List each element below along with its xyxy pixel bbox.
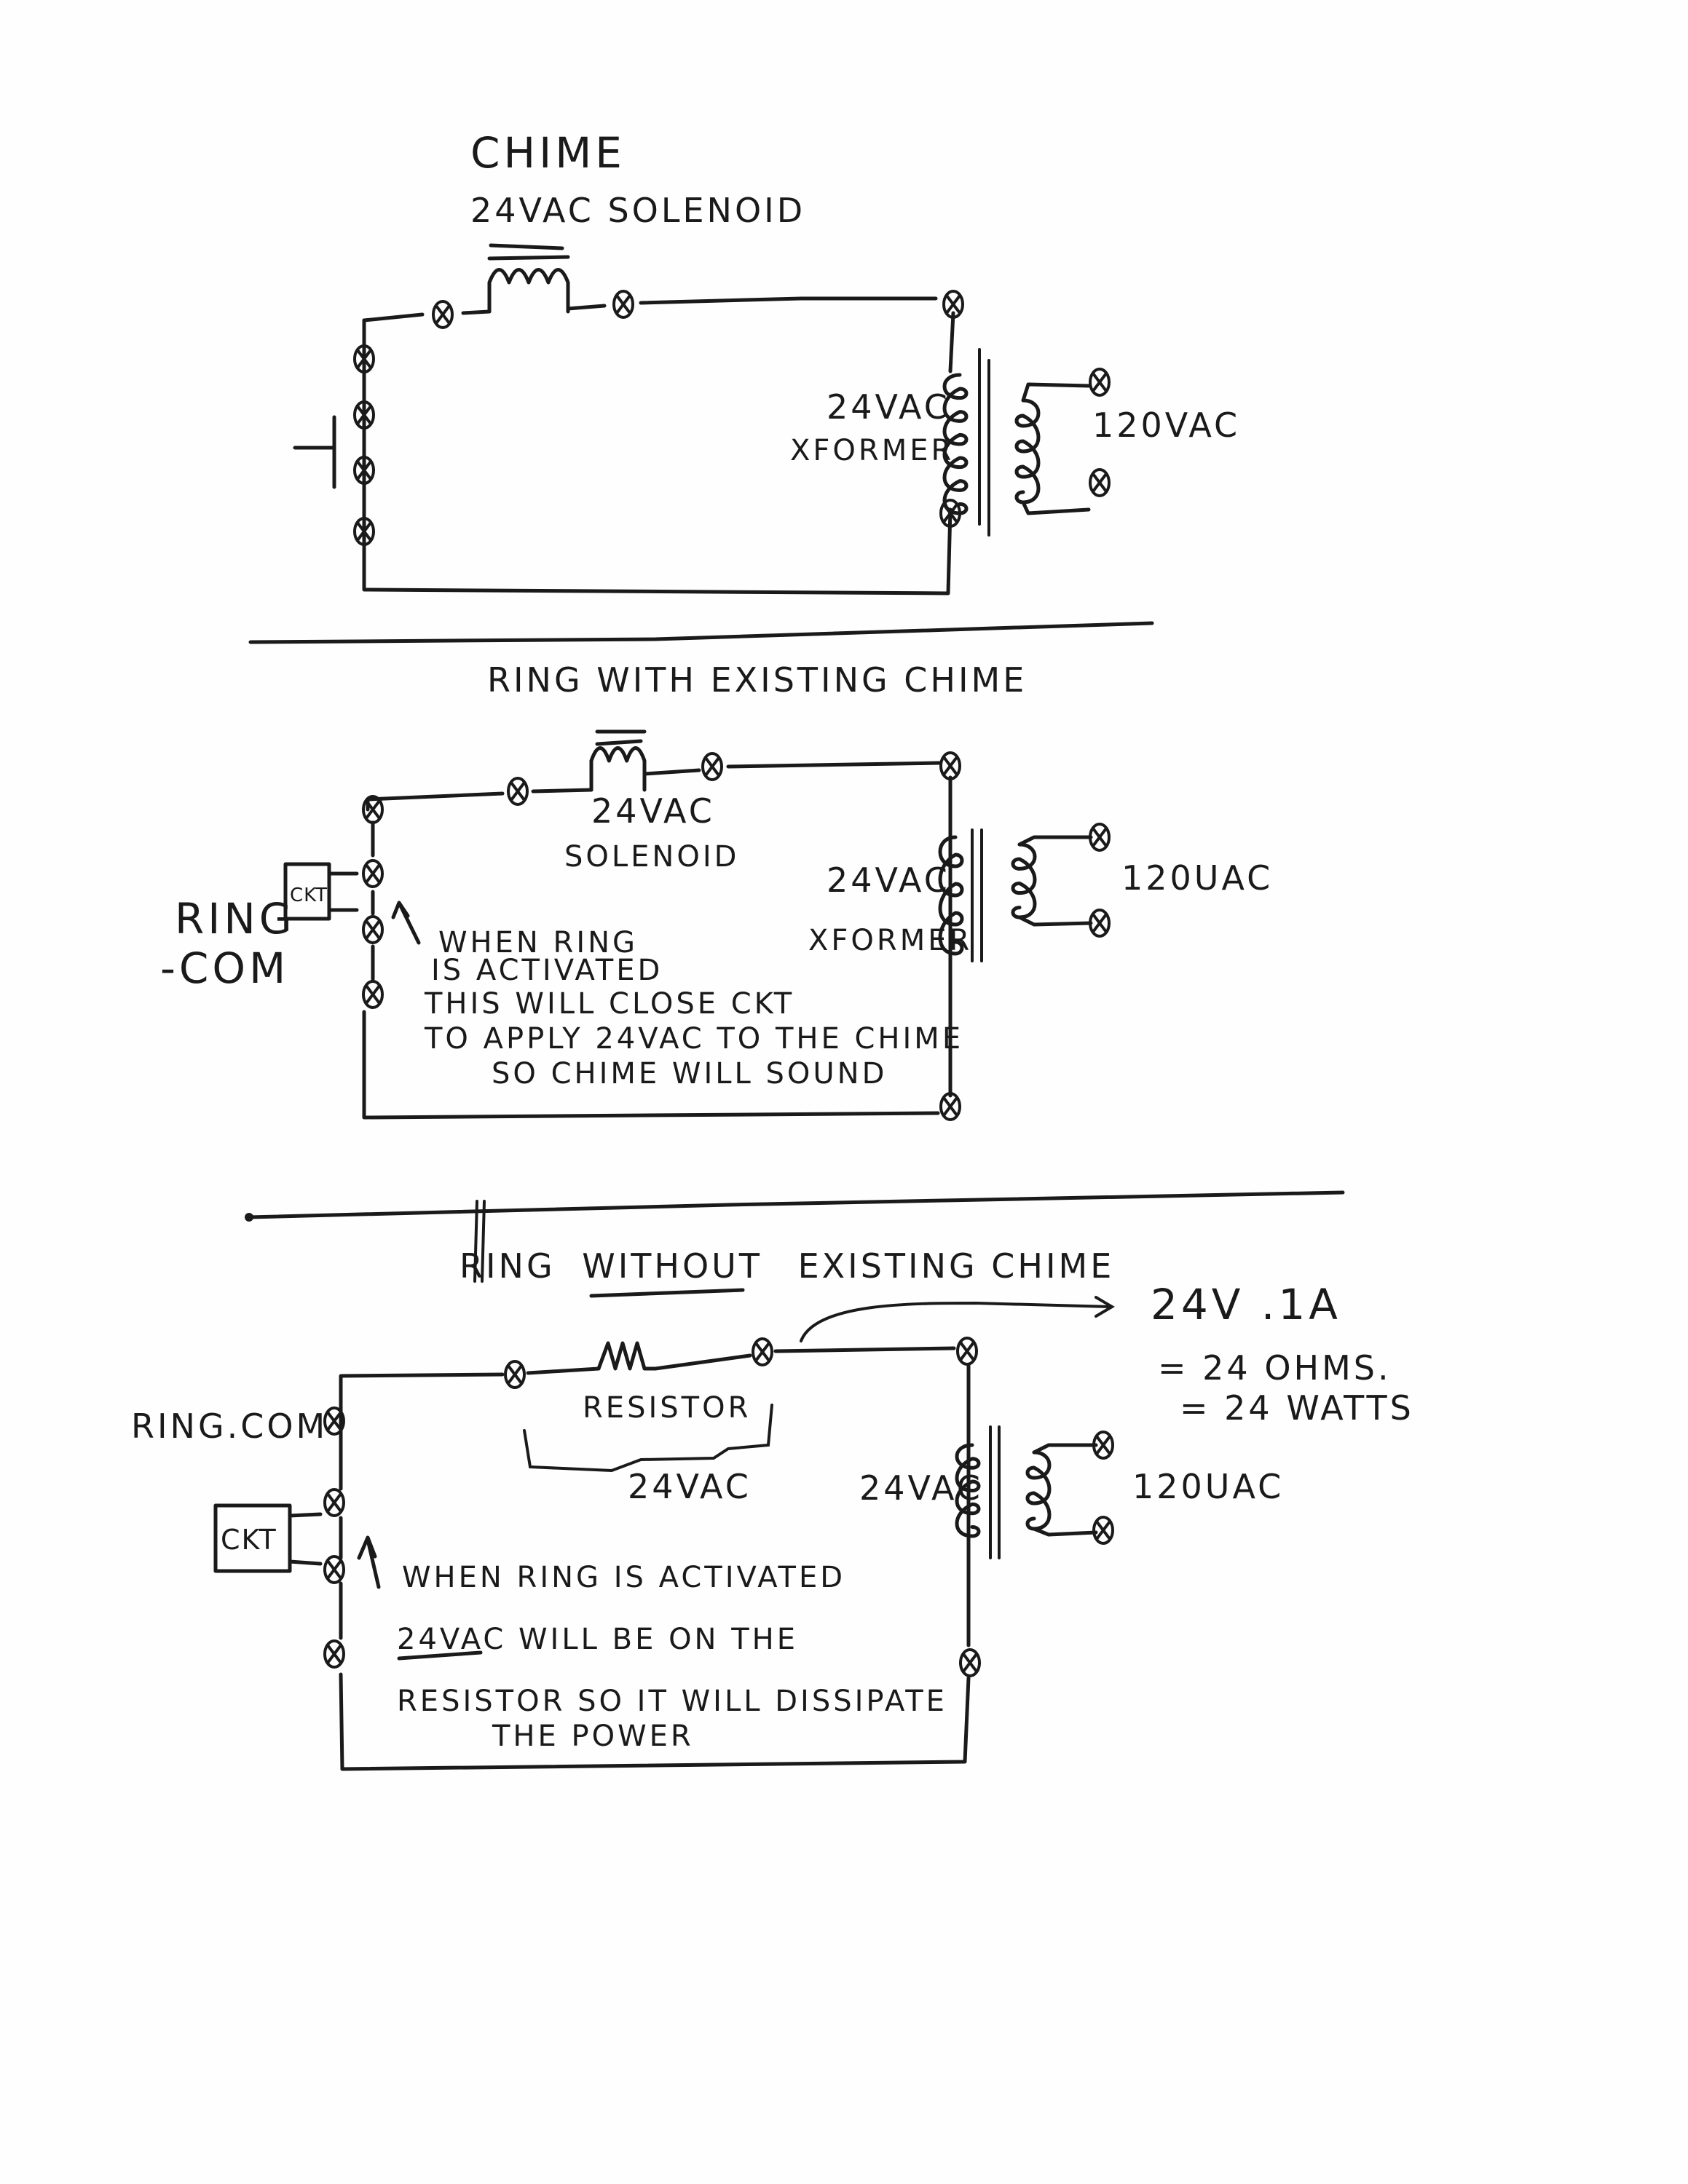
ckt-box xyxy=(283,862,359,921)
resistor-label: RESISTOR xyxy=(583,1391,751,1425)
wire xyxy=(366,788,593,812)
terminal-screw-icon xyxy=(323,1639,345,1669)
calc-line: 24V .1A xyxy=(1151,1280,1341,1329)
ckt-box-label: CKT xyxy=(290,885,328,906)
solenoid-core-icon xyxy=(487,243,570,261)
underline xyxy=(589,1288,745,1298)
primary-leads xyxy=(1017,835,1093,927)
wire xyxy=(362,296,955,596)
xformer-label: XFORMER xyxy=(808,924,972,957)
solenoid-label: SOLENOID xyxy=(564,840,739,874)
note-line: TO APPLY 24VAC TO THE CHIME xyxy=(424,1022,963,1056)
note-line: WHEN RING xyxy=(438,926,638,960)
terminal-screw-icon xyxy=(507,777,529,806)
chime-title: CHIME xyxy=(470,128,626,178)
note-line: WHEN RING IS ACTIVATED xyxy=(402,1561,845,1594)
terminal-screw-icon xyxy=(959,1648,981,1677)
scribble-mark xyxy=(473,1200,486,1283)
secondary-coil-icon xyxy=(938,835,964,956)
terminal-screw-icon xyxy=(701,752,723,781)
xformer-voltage: 24VAC xyxy=(827,860,950,900)
note-line: IS ACTIVATED xyxy=(431,954,663,987)
diagram-chime: CHIME 24VAC SOLENOID 24VAC XFORMER 120VA… xyxy=(293,128,1240,596)
solenoid-voltage: 24VAC xyxy=(591,791,715,831)
arrow-icon xyxy=(357,1535,381,1589)
terminal-screw-icon xyxy=(323,1488,345,1517)
terminal-screw-icon xyxy=(1092,1516,1114,1545)
switch-icon xyxy=(293,415,336,489)
terminal-screw-icon xyxy=(939,751,961,780)
wire xyxy=(339,1366,601,1458)
primary-coil-icon xyxy=(1014,398,1041,505)
solenoid-core-icon xyxy=(595,729,647,746)
diagram3-title: RING WITHOUT EXISTING CHIME xyxy=(460,1246,1114,1286)
terminal-screw-icon xyxy=(1089,468,1111,497)
terminal-screw-icon xyxy=(1089,909,1111,938)
solenoid-coil-icon xyxy=(589,746,647,792)
separator-line xyxy=(247,1190,1345,1219)
transformer-core-icon xyxy=(978,348,990,537)
calc-line: = 24 OHMS. xyxy=(1158,1348,1392,1388)
ring-label: RING xyxy=(175,894,296,943)
diagram-ring-without-chime: RING WITHOUT EXISTING CHIME RESISTOR 24V… xyxy=(131,1246,1414,1771)
note-line: 24VAC WILL BE ON THE xyxy=(397,1623,798,1656)
terminal-screw-icon xyxy=(1089,368,1111,397)
primary-voltage: 120UAC xyxy=(1121,858,1273,898)
title-underlined: WITHOUT xyxy=(582,1246,762,1286)
terminal-screw-icon xyxy=(504,1360,526,1389)
wire xyxy=(362,761,953,1120)
solenoid-label: 24VAC SOLENOID xyxy=(470,191,805,230)
arrow-icon xyxy=(800,1296,1115,1342)
separator-line xyxy=(248,621,1154,644)
secondary-coil-icon xyxy=(955,1443,981,1538)
calc-line: = 24 WATTS xyxy=(1180,1388,1414,1428)
note-line: SO CHIME WILL SOUND xyxy=(492,1057,887,1091)
primary-leads xyxy=(1021,382,1091,515)
solenoid-coil-icon xyxy=(487,268,570,314)
xformer-label: XFORMER xyxy=(790,434,954,467)
primary-coil-icon xyxy=(1011,842,1037,919)
note-line: THIS WILL CLOSE CKT xyxy=(424,987,794,1021)
note-line: THE POWER xyxy=(492,1720,694,1753)
terminal-screw-icon xyxy=(362,980,384,1009)
title-part: RING xyxy=(460,1246,556,1286)
secondary-coil-icon xyxy=(942,373,969,515)
resistor-voltage: 24VAC xyxy=(628,1467,752,1506)
wire xyxy=(362,309,492,323)
primary-leads xyxy=(1032,1443,1098,1537)
brace-icon xyxy=(523,1404,773,1473)
title-part: EXISTING CHIME xyxy=(798,1246,1115,1286)
com-label: -COM xyxy=(160,943,289,993)
terminal-screw-icon xyxy=(432,300,454,329)
diagram2-title: RING WITH EXISTING CHIME xyxy=(487,660,1027,700)
terminal-screw-icon xyxy=(1089,823,1111,852)
terminal-screw-icon xyxy=(362,859,384,888)
ckt-box-label: CKT xyxy=(221,1524,277,1556)
terminal-screw-icon xyxy=(362,915,384,944)
xformer-voltage: 24VAC xyxy=(827,387,950,427)
ckt-box xyxy=(213,1503,323,1573)
primary-coil-icon xyxy=(1025,1450,1052,1531)
xformer-voltage: 24VAC xyxy=(859,1468,983,1508)
primary-voltage: 120VAC xyxy=(1092,405,1240,445)
terminal-screw-icon xyxy=(323,1555,345,1584)
terminal-screw-icon xyxy=(323,1406,345,1436)
primary-voltage: 120UAC xyxy=(1132,1467,1284,1506)
terminal-screw-icon xyxy=(752,1337,773,1366)
transformer-core-icon xyxy=(971,828,983,962)
diagram-ring-with-chime: RING WITH EXISTING CHIME CKT 24VAC SOLEN… xyxy=(160,660,1273,1120)
note-line: RESISTOR SO IT WILL DISSIPATE xyxy=(397,1685,947,1718)
terminal-screw-icon xyxy=(956,1337,978,1366)
arrow-icon xyxy=(391,901,421,945)
ring-com-label: RING.COM xyxy=(131,1406,328,1446)
underline xyxy=(397,1650,483,1661)
transformer-core-icon xyxy=(989,1425,1001,1559)
terminal-screw-icon xyxy=(612,290,634,319)
